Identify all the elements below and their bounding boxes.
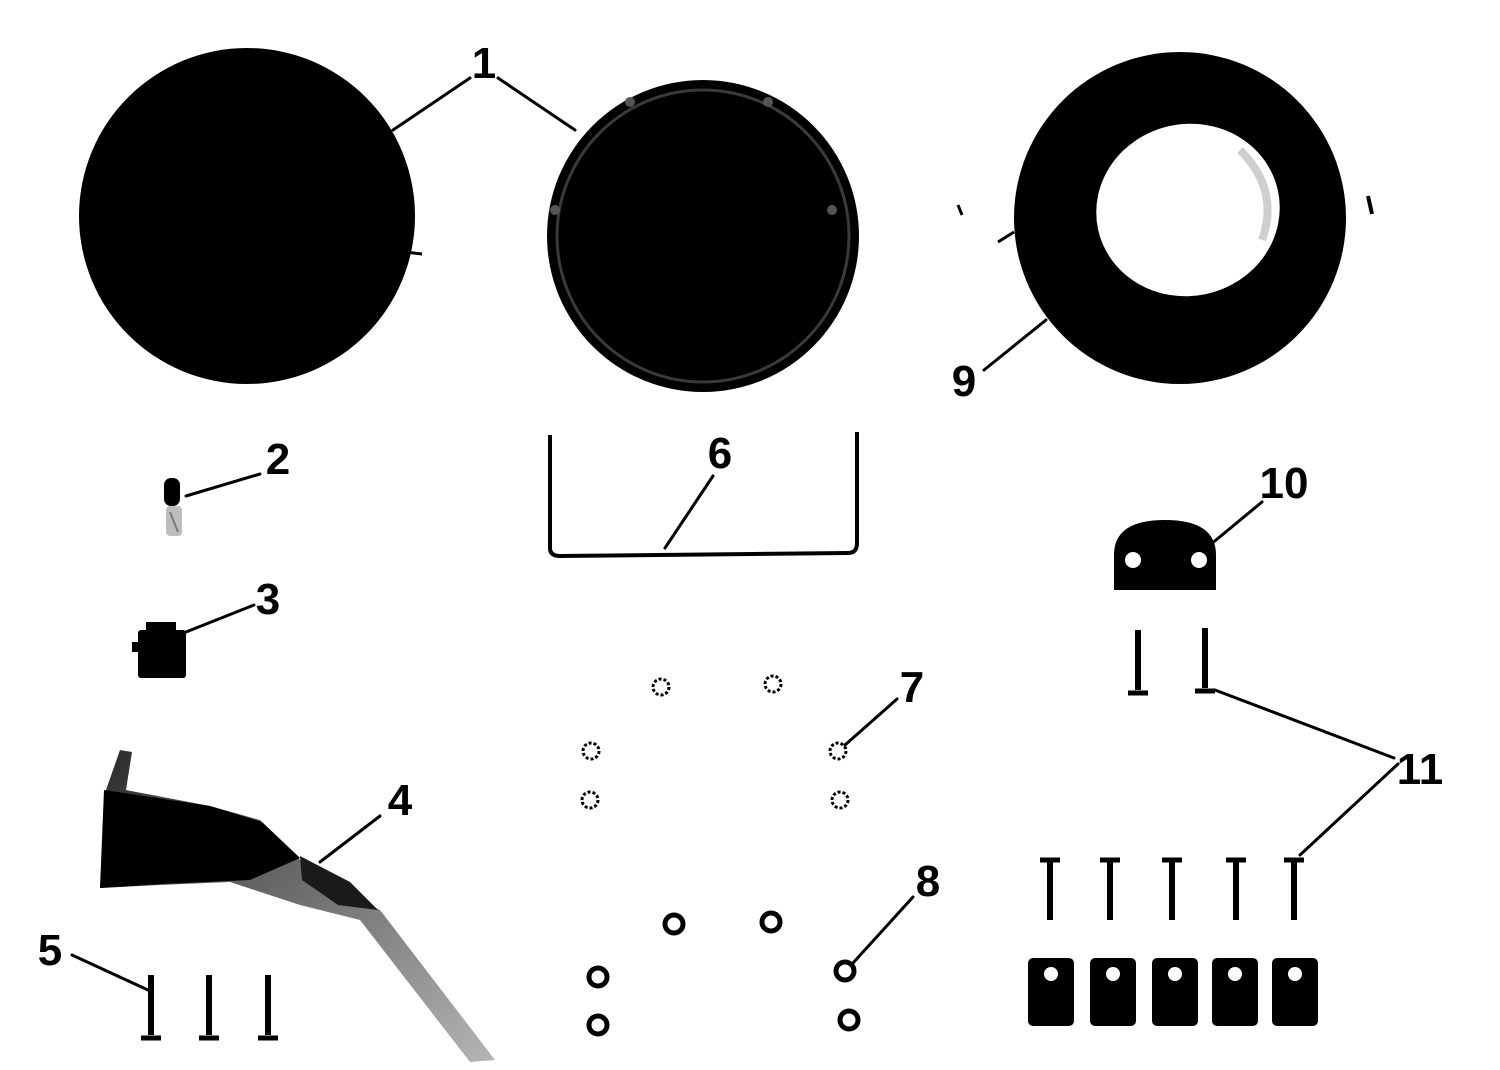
part-cover-disc-left — [79, 48, 423, 384]
part-screws-upper — [1128, 628, 1215, 696]
callout-1: 1 — [472, 39, 496, 88]
part-socket — [132, 622, 186, 678]
leader-lines — [70, 76, 1400, 992]
callout-10: 10 — [1260, 459, 1309, 508]
callout-4: 4 — [388, 776, 413, 825]
part-wire-clip — [548, 432, 859, 559]
callout-6: 6 — [708, 429, 732, 478]
part-screws-lower — [1040, 857, 1304, 920]
part-bracket-screws — [141, 975, 278, 1041]
part-bulb — [164, 478, 182, 536]
part-lock-washers — [580, 674, 850, 810]
callout-9: 9 — [952, 357, 976, 406]
callout-5: 5 — [38, 926, 62, 975]
part-cover-disc-right — [547, 80, 859, 392]
callout-7: 7 — [900, 663, 924, 712]
callout-2: 2 — [266, 435, 290, 484]
part-nuts — [586, 910, 861, 1037]
callout-8: 8 — [916, 857, 940, 906]
callout-numbers: 1 2 3 4 5 6 7 8 9 10 11 — [38, 39, 1444, 975]
callout-11: 11 — [1397, 745, 1444, 794]
callout-3: 3 — [256, 575, 280, 624]
part-bracket — [100, 750, 495, 1062]
part-mounting-plate — [1114, 520, 1216, 590]
part-clips-row — [1028, 958, 1318, 1026]
part-gasket-ring — [956, 52, 1374, 384]
